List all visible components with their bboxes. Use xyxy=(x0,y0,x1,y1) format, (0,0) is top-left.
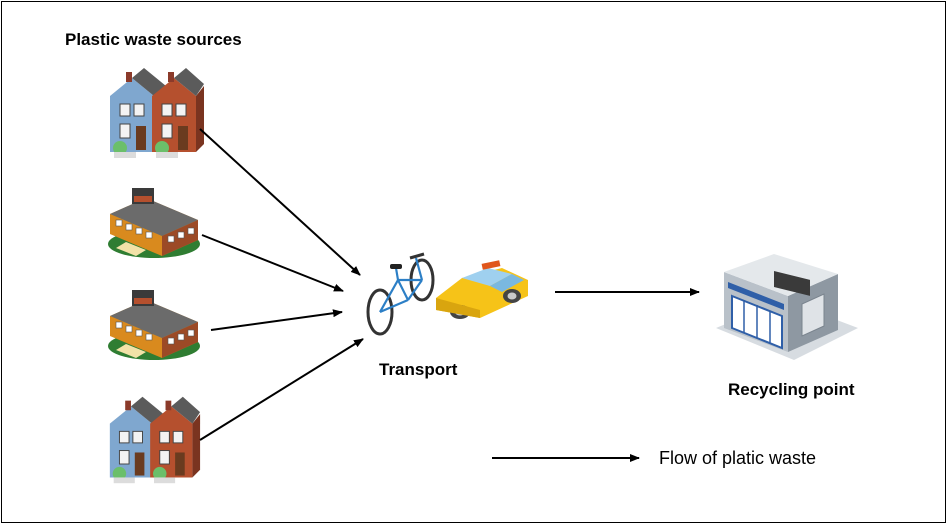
flow-arrow-source-1 xyxy=(199,128,361,276)
transport-label: Transport xyxy=(379,360,458,379)
flow-arrow-source-3 xyxy=(210,309,343,331)
apartment-building-icon xyxy=(108,290,200,360)
townhouses-icon xyxy=(109,396,201,484)
sources-title: Plastic waste sources xyxy=(65,30,242,49)
legend-label: Flow of platic waste xyxy=(659,448,817,468)
bicycle-icon xyxy=(366,252,435,336)
apartment-building-icon xyxy=(108,188,200,258)
recycling-point-label: Recycling point xyxy=(728,380,855,399)
recycling-facility-icon xyxy=(716,254,858,360)
flow-arrow-source-2 xyxy=(201,234,344,292)
taxi-icon xyxy=(436,260,528,319)
townhouses-icon xyxy=(110,68,204,158)
flow-arrow-source-4 xyxy=(199,338,364,441)
